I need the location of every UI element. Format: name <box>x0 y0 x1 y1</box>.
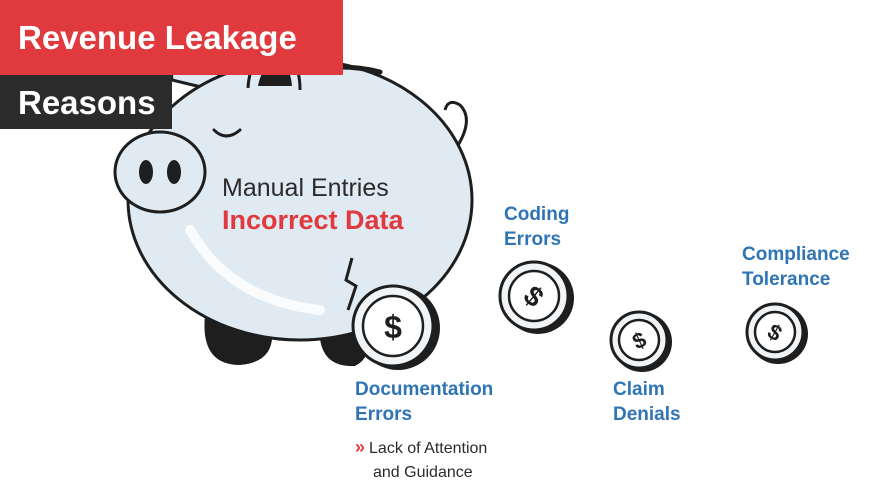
label-compliance-tolerance: Compliance Tolerance <box>742 244 850 290</box>
label-documentation-errors: Documentation Errors <box>355 379 494 425</box>
chevron-right-icon: » <box>355 437 366 457</box>
label-claim-denials: Claim Denials <box>613 379 681 425</box>
pig-eye <box>212 128 242 138</box>
title-banner: Revenue Leakage <box>0 0 343 75</box>
pig-snout <box>113 130 207 214</box>
svg-text:$: $ <box>384 309 402 345</box>
center-label-manual-entries: Manual Entries <box>222 174 389 202</box>
coin-icon-documentation: $ <box>351 284 440 370</box>
center-label-incorrect-data: Incorrect Data <box>222 205 404 235</box>
coin-icon-claim: $ <box>609 310 672 372</box>
pig-crack <box>344 257 358 311</box>
page-title: Revenue Leakage <box>18 19 297 56</box>
pig-highlight <box>185 225 325 315</box>
pig-tail <box>443 100 468 151</box>
page-subtitle: Reasons <box>18 83 156 121</box>
subtitle-banner: Reasons <box>0 75 172 129</box>
documentation-sub-bullet: »Lack of Attention and Guidance <box>355 437 488 481</box>
coin-icon-coding: $ <box>498 260 574 334</box>
label-coding-errors: Coding Errors <box>504 204 570 250</box>
coin-icon-compliance: $ <box>745 302 808 364</box>
